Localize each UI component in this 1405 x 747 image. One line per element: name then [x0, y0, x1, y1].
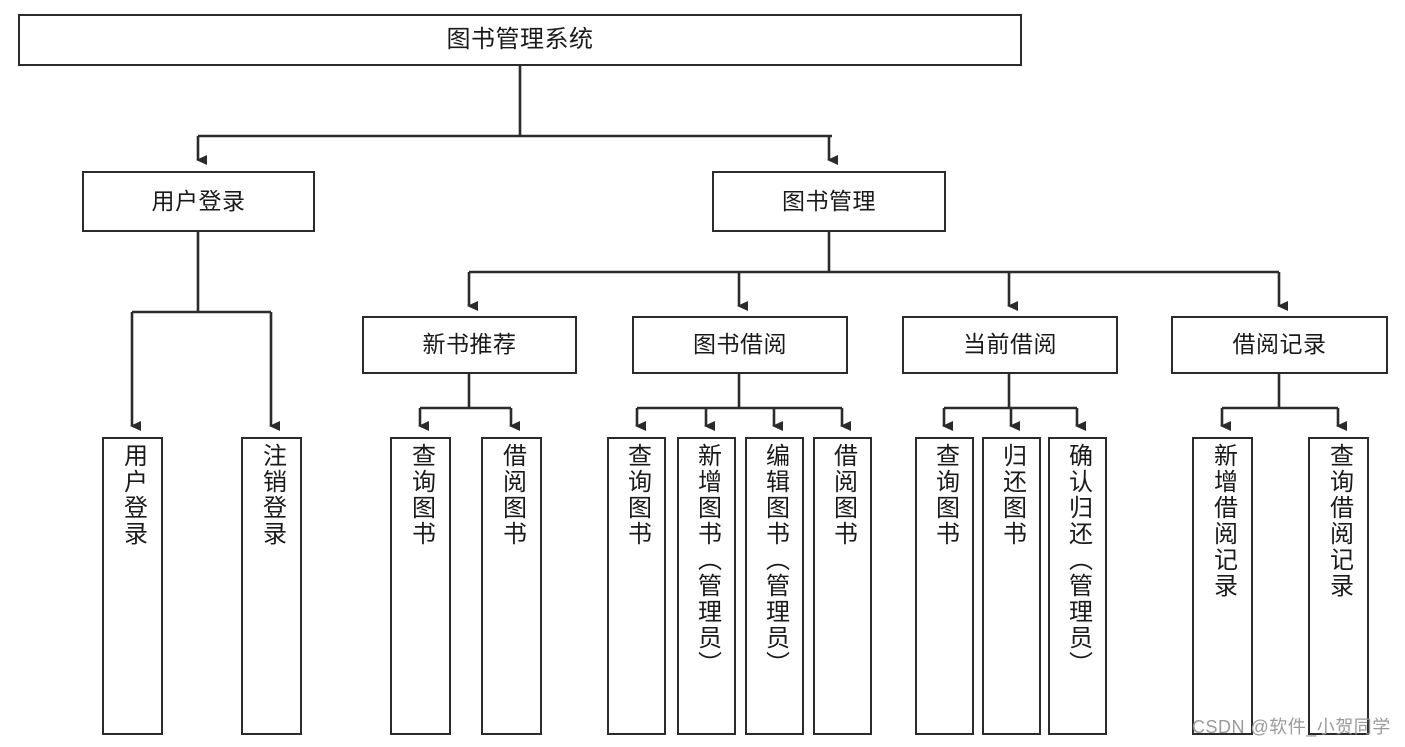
node-label: 用户登录 [119, 443, 147, 547]
node-root-library-system[interactable]: 图书管理系统 [18, 14, 1022, 66]
node-label: 查询借阅记录 [1325, 443, 1353, 599]
csdn-watermark: CSDN @软件_小贺同学 [1192, 717, 1391, 737]
node-book-management[interactable]: 图书管理 [712, 171, 946, 232]
leaf-nb-borrow-book[interactable]: 借阅图书 [481, 437, 542, 735]
node-label: 借阅图书 [498, 443, 526, 547]
node-label: 查询图书 [407, 443, 435, 547]
node-label: 图书管理 [782, 187, 876, 214]
node-label: 用户登录 [151, 187, 246, 214]
node-label: 归还图书 [998, 443, 1026, 547]
node-label: 查询图书 [623, 443, 651, 547]
leaf-bb-edit-book-admin[interactable]: 编辑图书（管理员） [745, 437, 804, 735]
node-label: 借阅图书 [829, 443, 857, 547]
node-label: 借阅记录 [1232, 331, 1327, 358]
leaf-cb-confirm-return-admin[interactable]: 确认归还（管理员） [1048, 437, 1107, 735]
node-label: 新书推荐 [422, 331, 517, 358]
leaf-br-add-record[interactable]: 新增借阅记录 [1192, 437, 1253, 735]
leaf-br-query-record[interactable]: 查询借阅记录 [1308, 437, 1369, 735]
node-label: 确认归还（管理员） [1064, 443, 1092, 677]
leaf-logout-login[interactable]: 注销登录 [241, 437, 302, 735]
node-new-book-recommend[interactable]: 新书推荐 [362, 316, 577, 374]
node-book-borrow[interactable]: 图书借阅 [632, 316, 848, 374]
node-label: 新增图书（管理员） [693, 443, 721, 677]
node-label: 编辑图书（管理员） [761, 443, 789, 677]
node-label: 查询图书 [931, 443, 959, 547]
node-label: 当前借阅 [963, 331, 1057, 358]
leaf-cb-query-book[interactable]: 查询图书 [915, 437, 974, 735]
leaf-nb-query-book[interactable]: 查询图书 [390, 437, 451, 735]
leaf-bb-borrow-book[interactable]: 借阅图书 [813, 437, 872, 735]
leaf-user-login[interactable]: 用户登录 [102, 437, 163, 735]
leaf-bb-add-book-admin[interactable]: 新增图书（管理员） [677, 437, 736, 735]
leaf-bb-query-book[interactable]: 查询图书 [607, 437, 666, 735]
node-label: 图书借阅 [693, 331, 787, 358]
node-user-login[interactable]: 用户登录 [82, 171, 315, 232]
node-label: 新增借阅记录 [1209, 443, 1237, 599]
node-label: 注销登录 [258, 443, 286, 547]
node-current-borrow[interactable]: 当前借阅 [902, 316, 1118, 374]
leaf-cb-return-book[interactable]: 归还图书 [982, 437, 1041, 735]
node-label: 图书管理系统 [446, 25, 594, 53]
node-borrow-record[interactable]: 借阅记录 [1171, 316, 1388, 374]
